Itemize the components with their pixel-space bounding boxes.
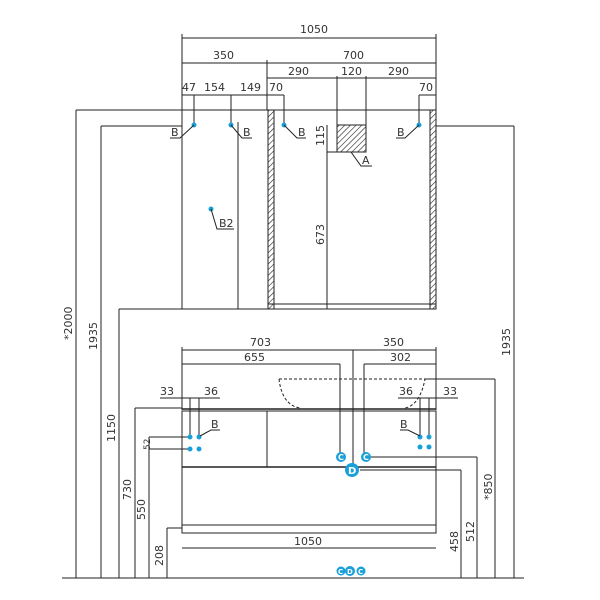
dim-700: 700: [343, 49, 364, 62]
label-b: B: [400, 418, 408, 431]
top-markers: B B B B B2 A: [170, 122, 422, 230]
dim-350-bottom: 350: [383, 336, 404, 349]
dim-703: 703: [250, 336, 271, 349]
dim-154: 154: [204, 81, 225, 94]
dim-70-right: 70: [419, 81, 433, 94]
bottom-dimensions: 703 350 655 302 33 36 36 33 1050: [160, 336, 458, 549]
marker-d: D: [348, 466, 356, 477]
dim-655: 655: [244, 351, 265, 364]
dim-512: 512: [464, 521, 477, 542]
sink-outline: [278, 378, 426, 409]
height-dimensions: *2000 1935 1150 730 550 52 208 458 512 *…: [62, 109, 515, 578]
label-a: A: [362, 154, 370, 167]
marker-c: C: [338, 453, 344, 462]
dim-730: 730: [121, 479, 134, 500]
dim-1935-right: 1935: [500, 328, 513, 356]
top-dimensions: 1050 350 700 290 120 290 47 154 149 70 7…: [181, 23, 437, 309]
dim-33-right: 33: [443, 385, 457, 398]
label-b2: B2: [219, 217, 234, 230]
dim-120: 120: [341, 65, 362, 78]
dim-33-left: 33: [160, 385, 174, 398]
dim-47: 47: [182, 81, 196, 94]
dim-1050: 1050: [300, 23, 328, 36]
socket-area-a: [336, 124, 367, 153]
dim-850: *850: [482, 474, 495, 501]
dim-350: 350: [213, 49, 234, 62]
dim-208: 208: [153, 545, 166, 566]
label-b: B: [243, 126, 251, 139]
marker-c: C: [363, 453, 369, 462]
dim-302: 302: [390, 351, 411, 364]
vanity-unit: [181, 378, 437, 534]
label-b: B: [171, 126, 179, 139]
dim-36-right: 36: [399, 385, 413, 398]
dim-290-left: 290: [288, 65, 309, 78]
dim-1935-left: 1935: [87, 322, 100, 350]
marker-c: C: [338, 568, 343, 576]
dim-36-left: 36: [204, 385, 218, 398]
dim-1050-bottom: 1050: [294, 535, 322, 548]
marker-c: C: [358, 568, 363, 576]
label-b: B: [397, 126, 405, 139]
dim-1150: 1150: [105, 414, 118, 442]
dim-2000: *2000: [62, 307, 75, 341]
label-b: B: [298, 126, 306, 139]
dim-70-left: 70: [269, 81, 283, 94]
wall-cabinet: [181, 109, 437, 310]
label-b: B: [211, 418, 219, 431]
dim-458: 458: [448, 531, 461, 552]
dim-115: 115: [314, 125, 327, 146]
dim-550: 550: [135, 499, 148, 520]
dim-149: 149: [240, 81, 261, 94]
dim-673: 673: [314, 224, 327, 245]
dim-290-right: 290: [388, 65, 409, 78]
bottom-markers: B B C C D C D C: [187, 418, 432, 576]
marker-d: D: [347, 568, 353, 576]
dim-52: 52: [143, 439, 153, 450]
